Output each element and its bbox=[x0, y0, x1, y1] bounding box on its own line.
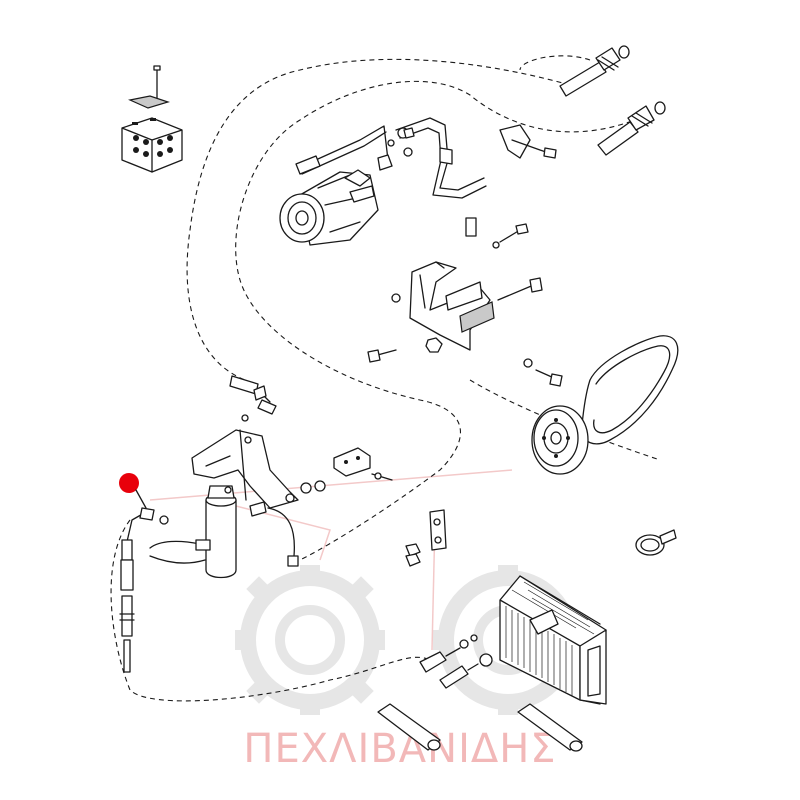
hex-nut bbox=[425, 337, 443, 353]
washers bbox=[159, 480, 326, 525]
callout-leader bbox=[135, 489, 147, 509]
fuse-block bbox=[121, 65, 183, 173]
callout-marker bbox=[119, 473, 139, 493]
watermark-gear-left bbox=[235, 565, 385, 715]
compressor-bracket bbox=[391, 261, 543, 351]
pressure-switch bbox=[249, 501, 299, 567]
bolt-3 bbox=[367, 349, 397, 363]
mount-plate bbox=[429, 509, 447, 551]
ac-compressor bbox=[279, 125, 389, 246]
hose-clamp bbox=[635, 529, 677, 556]
refrigerant-pipe bbox=[377, 117, 487, 199]
expansion-valve-fitting bbox=[419, 634, 493, 689]
liquid-line bbox=[149, 539, 211, 564]
evaporator-core bbox=[499, 575, 607, 705]
pipe-clamp bbox=[499, 124, 557, 159]
pipe-fitting-left bbox=[229, 375, 277, 422]
terminal-block bbox=[333, 447, 393, 481]
bolt-4 bbox=[523, 358, 563, 387]
receiver-drier bbox=[205, 485, 237, 579]
hose-fitting-upper bbox=[559, 45, 630, 97]
drier-bracket bbox=[191, 429, 299, 509]
nut-pair bbox=[405, 543, 421, 567]
bolt-1 bbox=[465, 217, 477, 237]
small-hardware bbox=[253, 127, 415, 401]
dashed-leader-lines bbox=[110, 55, 661, 702]
watermark-text: ΠΕΧΛΙΒΑΝΙΔΗΣ bbox=[243, 726, 556, 772]
drive-belt bbox=[581, 335, 679, 445]
hose-fitting-right bbox=[597, 101, 666, 156]
drain-hoses bbox=[377, 703, 583, 752]
suction-hose bbox=[119, 507, 155, 673]
bolt-2 bbox=[492, 223, 529, 249]
pulley bbox=[531, 405, 589, 475]
